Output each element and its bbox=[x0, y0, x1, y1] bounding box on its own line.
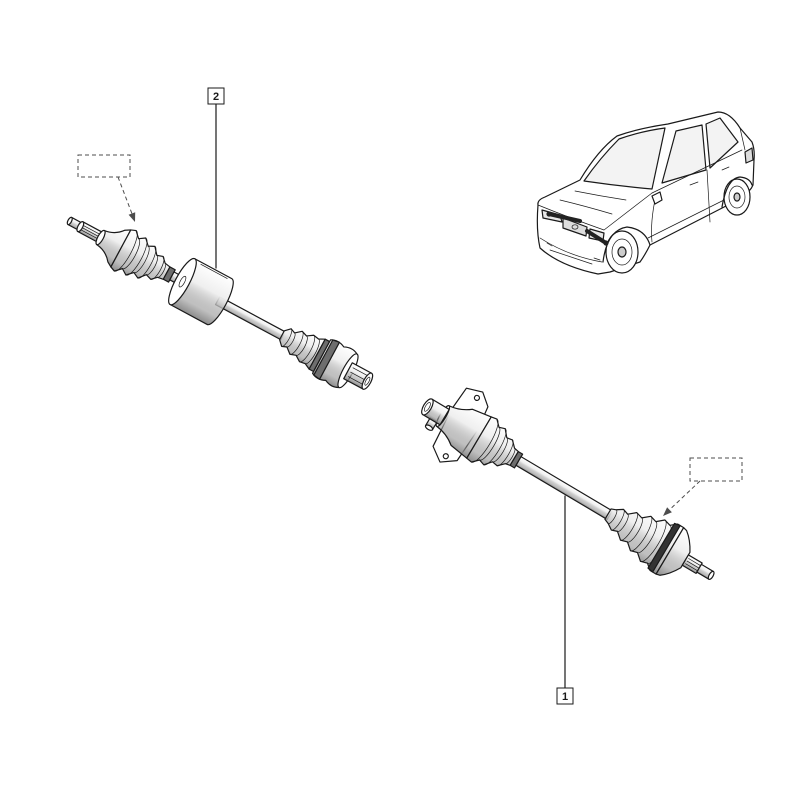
inner-stub-nipple bbox=[421, 398, 450, 431]
brand-emblem bbox=[571, 224, 579, 230]
inner-spline-stub bbox=[343, 362, 374, 390]
inner-boot-clamp-lower bbox=[509, 450, 524, 469]
side-mirror bbox=[651, 191, 663, 205]
vehicle-illustration bbox=[536, 111, 755, 275]
front-wheel bbox=[605, 230, 639, 274]
shaft-main-lower bbox=[515, 456, 613, 521]
rear-door-window bbox=[705, 117, 739, 169]
drive-shaft-location-marker bbox=[546, 211, 609, 246]
outer-stub-shaft-lower bbox=[681, 554, 715, 580]
tail-light bbox=[744, 147, 754, 164]
outer-cv-joint-lower bbox=[655, 527, 691, 576]
windshield bbox=[583, 127, 666, 190]
rear-wheel-arch bbox=[721, 176, 753, 208]
callout-label: 2 bbox=[213, 91, 219, 103]
outer-boot-clamp bbox=[162, 266, 176, 283]
rear-wheel bbox=[723, 178, 751, 216]
callout-box bbox=[556, 687, 574, 705]
front-wheel-arch bbox=[602, 226, 651, 263]
arrow-head-icon bbox=[128, 212, 136, 222]
drive-shaft-upper bbox=[66, 216, 374, 390]
outer-stub-shaft bbox=[66, 216, 104, 243]
callout-lower-shaft: 1 bbox=[556, 495, 574, 705]
arrow-head-icon bbox=[663, 507, 672, 516]
body-side-lines bbox=[647, 127, 746, 243]
front-bumper bbox=[539, 237, 603, 265]
callout-upper-shaft: 2 bbox=[207, 87, 225, 269]
drive-shaft-lower bbox=[421, 387, 715, 580]
front-grille bbox=[562, 217, 588, 237]
callout-label: 1 bbox=[562, 691, 568, 703]
reference-box-upper bbox=[77, 154, 136, 222]
reference-box-lower bbox=[663, 457, 743, 516]
callout-box bbox=[207, 87, 225, 105]
vibration-damper bbox=[168, 257, 234, 326]
